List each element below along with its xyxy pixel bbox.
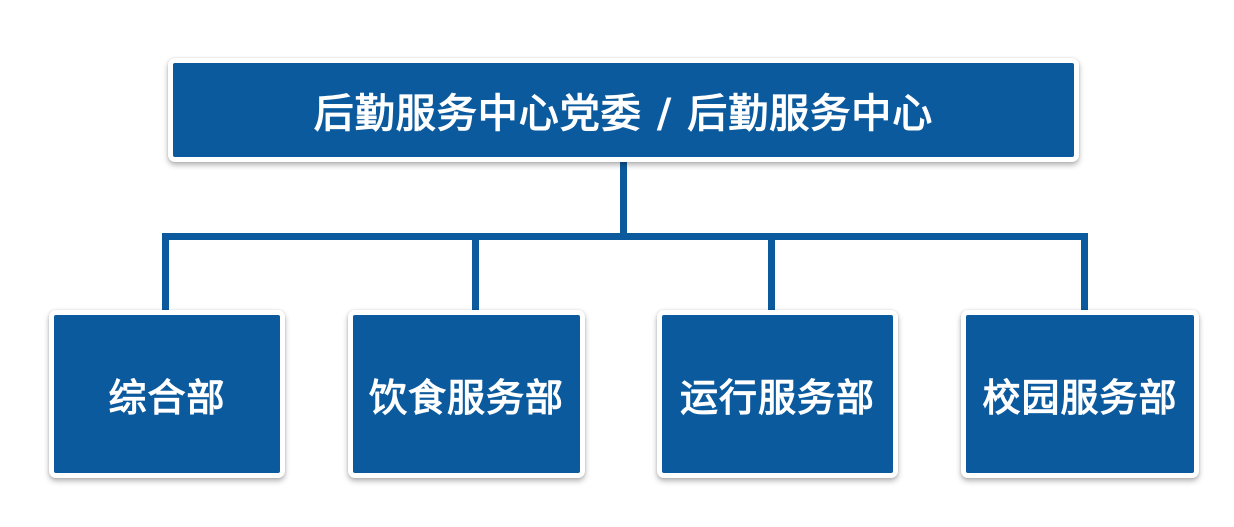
org-node-catering-service: 饮食服务部 xyxy=(348,310,585,478)
org-node-fill: 运行服务部 xyxy=(662,315,893,473)
connector-drop-1 xyxy=(162,233,169,313)
org-node-campus-service: 校园服务部 xyxy=(961,310,1199,478)
connector-drop-2 xyxy=(472,233,479,313)
org-node-fill: 校园服务部 xyxy=(966,315,1194,473)
connector-drop-3 xyxy=(768,233,775,313)
org-node-general-affairs: 综合部 xyxy=(49,310,285,478)
org-node-root-fill: 后勤服务中心党委 / 后勤服务中心 xyxy=(173,63,1074,157)
connector-horizontal-bar xyxy=(162,233,1088,240)
org-node-root-label: 后勤服务中心党委 / 后勤服务中心 xyxy=(313,91,934,137)
org-node-label: 饮食服务部 xyxy=(368,375,564,420)
org-node-operation-service: 运行服务部 xyxy=(657,310,898,478)
org-node-fill: 综合部 xyxy=(54,315,280,473)
org-node-label: 校园服务部 xyxy=(982,375,1178,420)
org-node-root: 后勤服务中心党委 / 后勤服务中心 xyxy=(168,58,1079,162)
org-node-fill: 饮食服务部 xyxy=(353,315,580,473)
connector-drop-4 xyxy=(1081,233,1088,313)
org-node-label: 综合部 xyxy=(108,375,226,420)
org-node-label: 运行服务部 xyxy=(679,375,875,420)
connector-trunk xyxy=(620,161,627,237)
